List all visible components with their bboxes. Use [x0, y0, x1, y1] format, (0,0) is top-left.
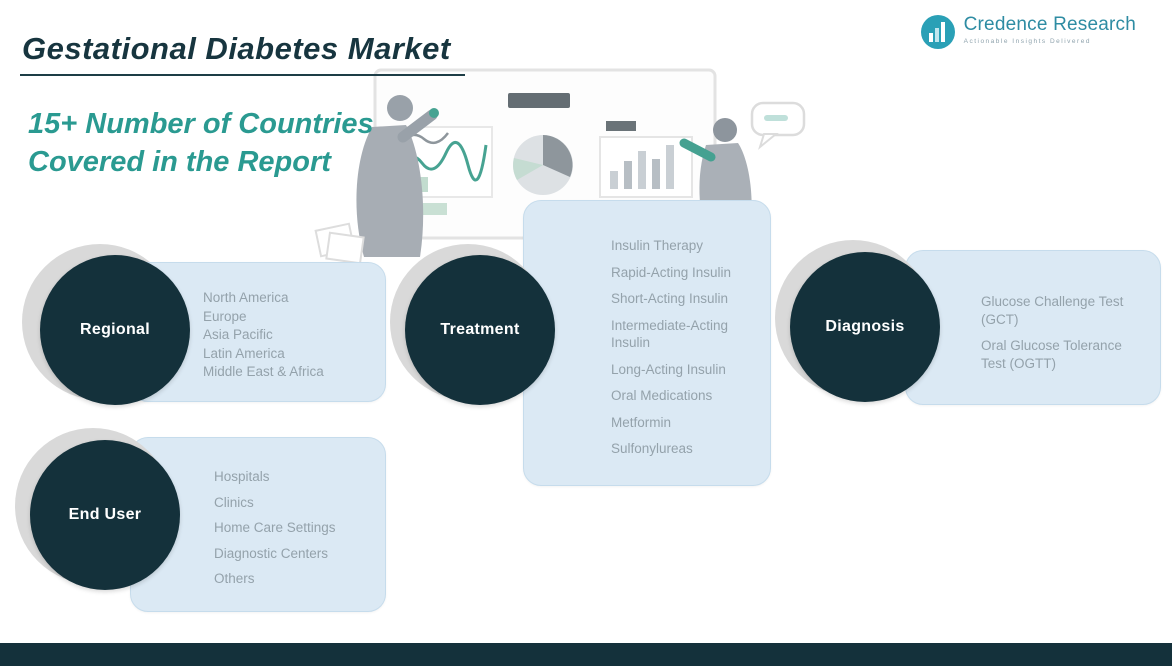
diagnosis-items-panel: Glucose Challenge Test (GCT) Oral Glucose…	[905, 250, 1161, 405]
list-item: Others	[214, 571, 255, 587]
diagnosis-items-list: Glucose Challenge Test (GCT) Oral Glucose…	[981, 293, 1142, 372]
pie-chart-icon	[513, 135, 573, 195]
list-item: Oral Medications	[611, 388, 713, 404]
list-item: Oral Glucose Tolerance Test (OGTT)	[981, 338, 1122, 371]
list-item: Home Care Settings	[214, 520, 336, 536]
treatment-label: Treatment	[440, 321, 520, 338]
presenter-left-icon	[356, 95, 439, 257]
logo-name: Credence Research	[963, 14, 1136, 35]
list-item: Intermediate-Acting Insulin	[611, 317, 729, 351]
diagnosis-node: Glucose Challenge Test (GCT) Oral Glucose…	[773, 238, 1161, 408]
end-user-label: End User	[68, 506, 142, 523]
list-item: Latin America	[203, 345, 285, 361]
list-item: Short-Acting Insulin	[611, 291, 729, 307]
bar-chart-icon	[599, 121, 693, 198]
subtitle: 15+ Number of Countries Covered in the R…	[28, 108, 374, 178]
list-item: Clinics	[214, 494, 254, 510]
list-item: Rapid-Acting Insulin	[611, 264, 732, 280]
end-user-circle: End User	[30, 440, 180, 590]
list-item: Diagnostic Centers	[214, 545, 329, 561]
speech-bubble-icon	[750, 101, 806, 150]
list-item: Metformin	[611, 414, 672, 430]
regional-label: Regional	[80, 321, 150, 338]
list-item: Asia Pacific	[203, 327, 273, 343]
treatment-circle: Treatment	[405, 255, 555, 405]
footer-bar	[0, 643, 1172, 666]
logo-bar-chart-icon	[920, 14, 956, 55]
papers-icon	[314, 222, 365, 265]
list-item: Middle East & Africa	[203, 364, 324, 380]
list-item: Europe	[203, 308, 247, 324]
list-item: North America	[203, 290, 289, 305]
presentation-illustration	[314, 68, 806, 265]
list-item: Insulin Therapy	[611, 238, 704, 253]
regional-circle: Regional	[40, 255, 190, 405]
list-item: Long-Acting Insulin	[611, 361, 726, 377]
list-item: Sulfonylureas	[611, 441, 693, 457]
page-title: Gestational Diabetes Market	[20, 31, 465, 76]
diagnosis-circle: Diagnosis	[790, 252, 940, 402]
diagnosis-label: Diagnosis	[825, 318, 905, 335]
logo-tagline: Actionable Insights Delivered	[963, 38, 1091, 45]
list-item: Hospitals	[214, 469, 270, 484]
credence-logo: Credence Research Actionable Insights De…	[920, 14, 1136, 55]
list-item: Glucose Challenge Test (GCT)	[981, 294, 1124, 327]
